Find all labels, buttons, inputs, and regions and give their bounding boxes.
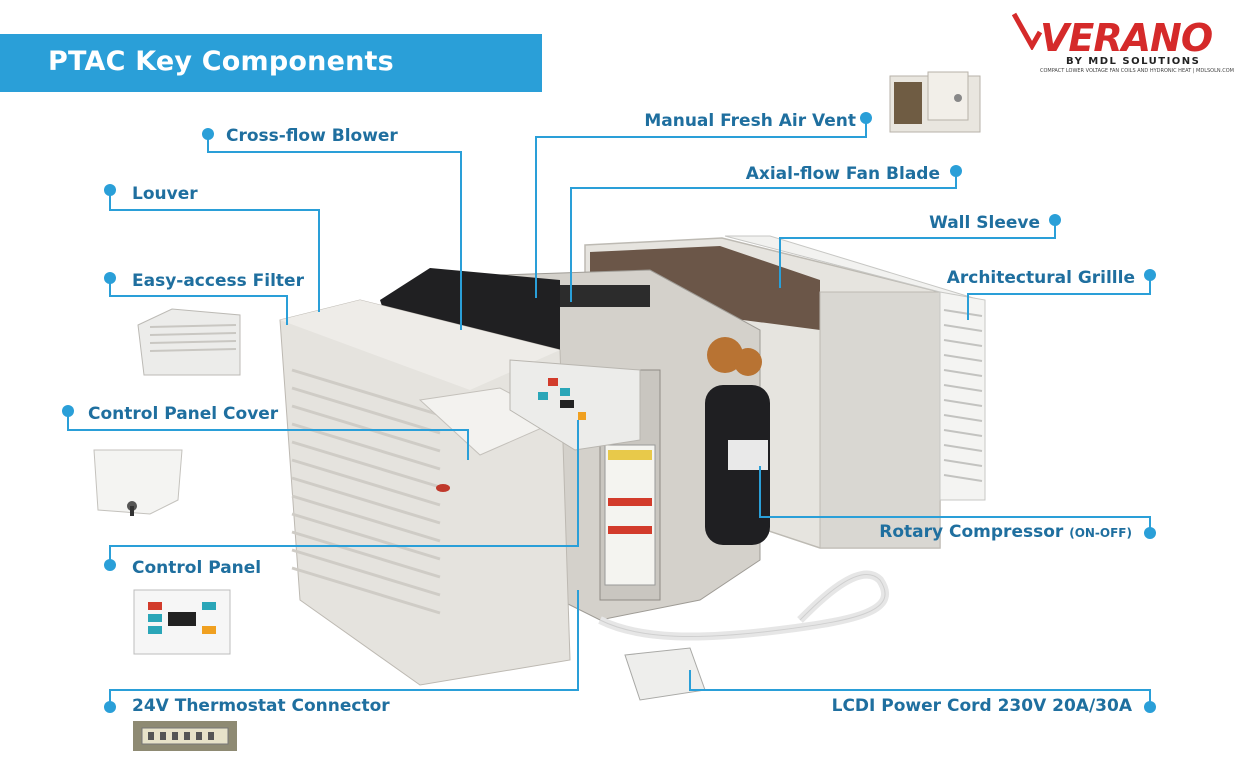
leader-dots: [62, 112, 1156, 713]
leader-lines: [67, 121, 1151, 706]
label-easy-access-filter: Easy-access Filter: [132, 271, 304, 291]
control-panel-photo: [133, 589, 231, 655]
label-thermostat-connector: 24V Thermostat Connector: [132, 696, 390, 716]
label-control-panel: Control Panel: [132, 558, 262, 578]
label-cross-flow-blower: Cross-flow Blower: [226, 126, 398, 146]
label-wall-sleeve: Wall Sleeve: [929, 213, 1040, 233]
architectural-grille-illustration: [724, 235, 986, 501]
thermostat-connector-photo: [133, 721, 237, 751]
verano-logo: VERANO BY MDL SOLUTIONS COMPACT LOWER VO…: [1012, 10, 1237, 80]
front-cover-illustration: [279, 268, 641, 686]
logo-chevron-icon: [1012, 12, 1043, 50]
control-panel-cover-photo: [93, 449, 183, 516]
power-cord-illustration: [598, 570, 890, 701]
filter-photo: [137, 308, 241, 376]
label-control-panel-cover: Control Panel Cover: [88, 404, 279, 424]
logo-tagline: COMPACT LOWER VOLTAGE FAN COILS AND HYDR…: [1040, 68, 1234, 74]
label-axial-flow-fan-blade: Axial-flow Fan Blade: [745, 164, 940, 184]
fresh-air-vent-photo: [889, 71, 981, 133]
label-architectural-grille: Architectural Grillle: [946, 268, 1135, 288]
label-manual-fresh-air-vent: Manual Fresh Air Vent: [644, 111, 856, 131]
logo-wordmark: VERANO: [1040, 16, 1213, 60]
logo-byline: BY MDL SOLUTIONS: [1066, 56, 1201, 67]
label-louver: Louver: [132, 184, 198, 204]
title-banner: PTAC Key Components: [0, 34, 542, 92]
label-rotary-compressor: Rotary Compressor (ON-OFF): [879, 522, 1132, 542]
label-lcdi-power-cord: LCDI Power Cord 230V 20A/30A: [831, 696, 1132, 716]
rotary-compressor-note: (ON-OFF): [1069, 526, 1132, 540]
page-title: PTAC Key Components: [48, 46, 394, 77]
rotary-compressor-text: Rotary Compressor: [879, 522, 1064, 542]
